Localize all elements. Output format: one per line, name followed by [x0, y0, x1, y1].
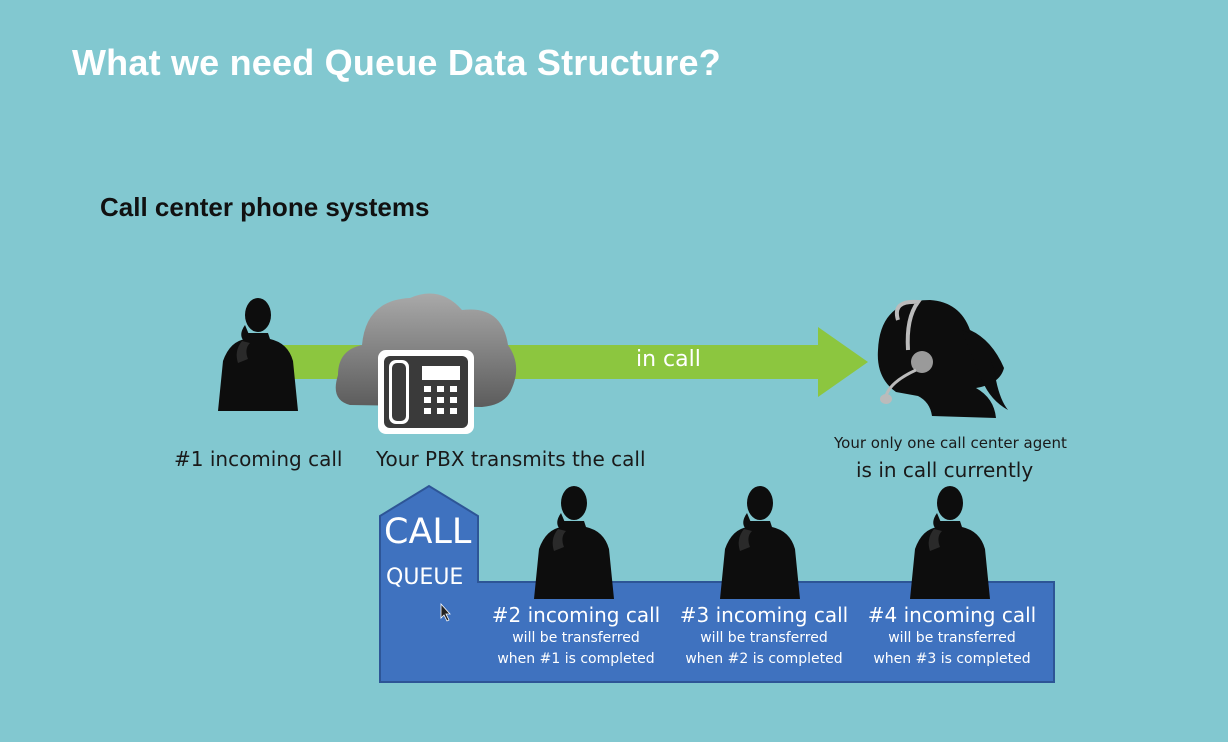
- queue-item-4: #4 incoming call will be transferred whe…: [865, 602, 1039, 670]
- pbx-label: Your PBX transmits the call: [376, 447, 646, 471]
- mouse-cursor-icon: [440, 602, 451, 622]
- arrow-label: in call: [636, 347, 701, 372]
- agent-label-line1: Your only one call center agent: [834, 434, 1067, 452]
- queue-item-line2: when #2 is completed: [685, 651, 843, 667]
- slide-subtitle: Call center phone systems: [100, 192, 430, 222]
- caller-2-icon: [534, 486, 614, 599]
- queue-item-2: #2 incoming call will be transferred whe…: [489, 602, 663, 670]
- caller-3-icon: [720, 486, 800, 599]
- queue-title: CALL: [384, 512, 472, 552]
- caller-label: #1 incoming call: [174, 447, 343, 471]
- headset-agent-icon: [877, 299, 1008, 418]
- queue-item-line1: will be transferred: [888, 630, 1016, 646]
- desk-phone-icon: [378, 350, 474, 434]
- agent-label-line2: is in call currently: [856, 458, 1034, 482]
- queue-subtitle: QUEUE: [386, 565, 464, 590]
- queue-item-line2: when #1 is completed: [497, 651, 655, 667]
- queue-item-name: #3 incoming call: [679, 603, 849, 627]
- slide-title: What we need Queue Data Structure?: [72, 42, 721, 83]
- caller-4-icon: [910, 486, 990, 599]
- queue-item-line2: when #3 is completed: [873, 651, 1031, 667]
- queue-item-line1: will be transferred: [512, 630, 640, 646]
- queue-item-3: #3 incoming call will be transferred whe…: [677, 602, 851, 670]
- queue-item-name: #2 incoming call: [491, 603, 661, 627]
- caller-1-icon: [218, 298, 298, 411]
- queue-item-name: #4 incoming call: [867, 603, 1037, 627]
- queue-item-line1: will be transferred: [700, 630, 828, 646]
